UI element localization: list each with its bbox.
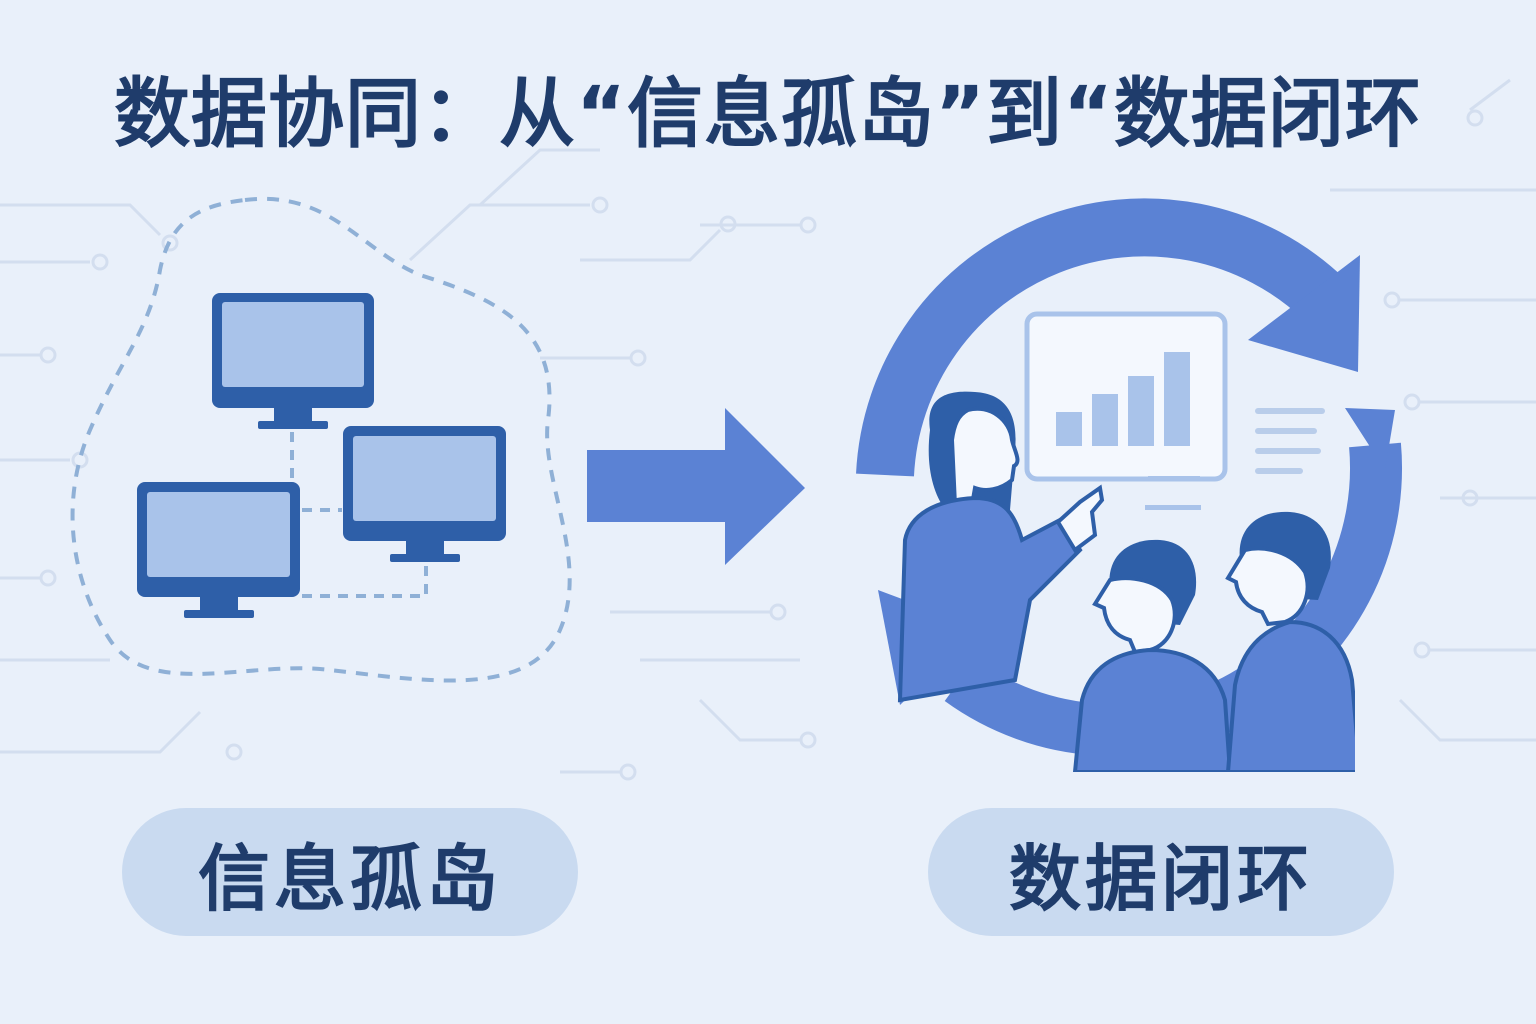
text-lines [1255,408,1325,474]
computer-monitor-icon [343,426,506,562]
person-icon [897,391,1105,703]
person-icon [1072,539,1233,772]
isolated-links [290,432,428,598]
computer-monitor-icon [212,293,374,429]
label-information-silo: 信息孤岛 [122,808,578,936]
arrow-right-icon [587,408,805,565]
label-data-closed-loop: 数据闭环 [928,808,1394,936]
bar-chart-icon [1024,311,1228,510]
computer-monitor-icon [137,482,300,618]
team-scene [897,311,1357,772]
isolation-boundary [70,196,572,683]
person-icon [1225,511,1357,772]
circuit-background [0,78,1536,781]
page-title: 数据协同：从“信息孤岛”到“数据闭环 [114,69,1422,158]
